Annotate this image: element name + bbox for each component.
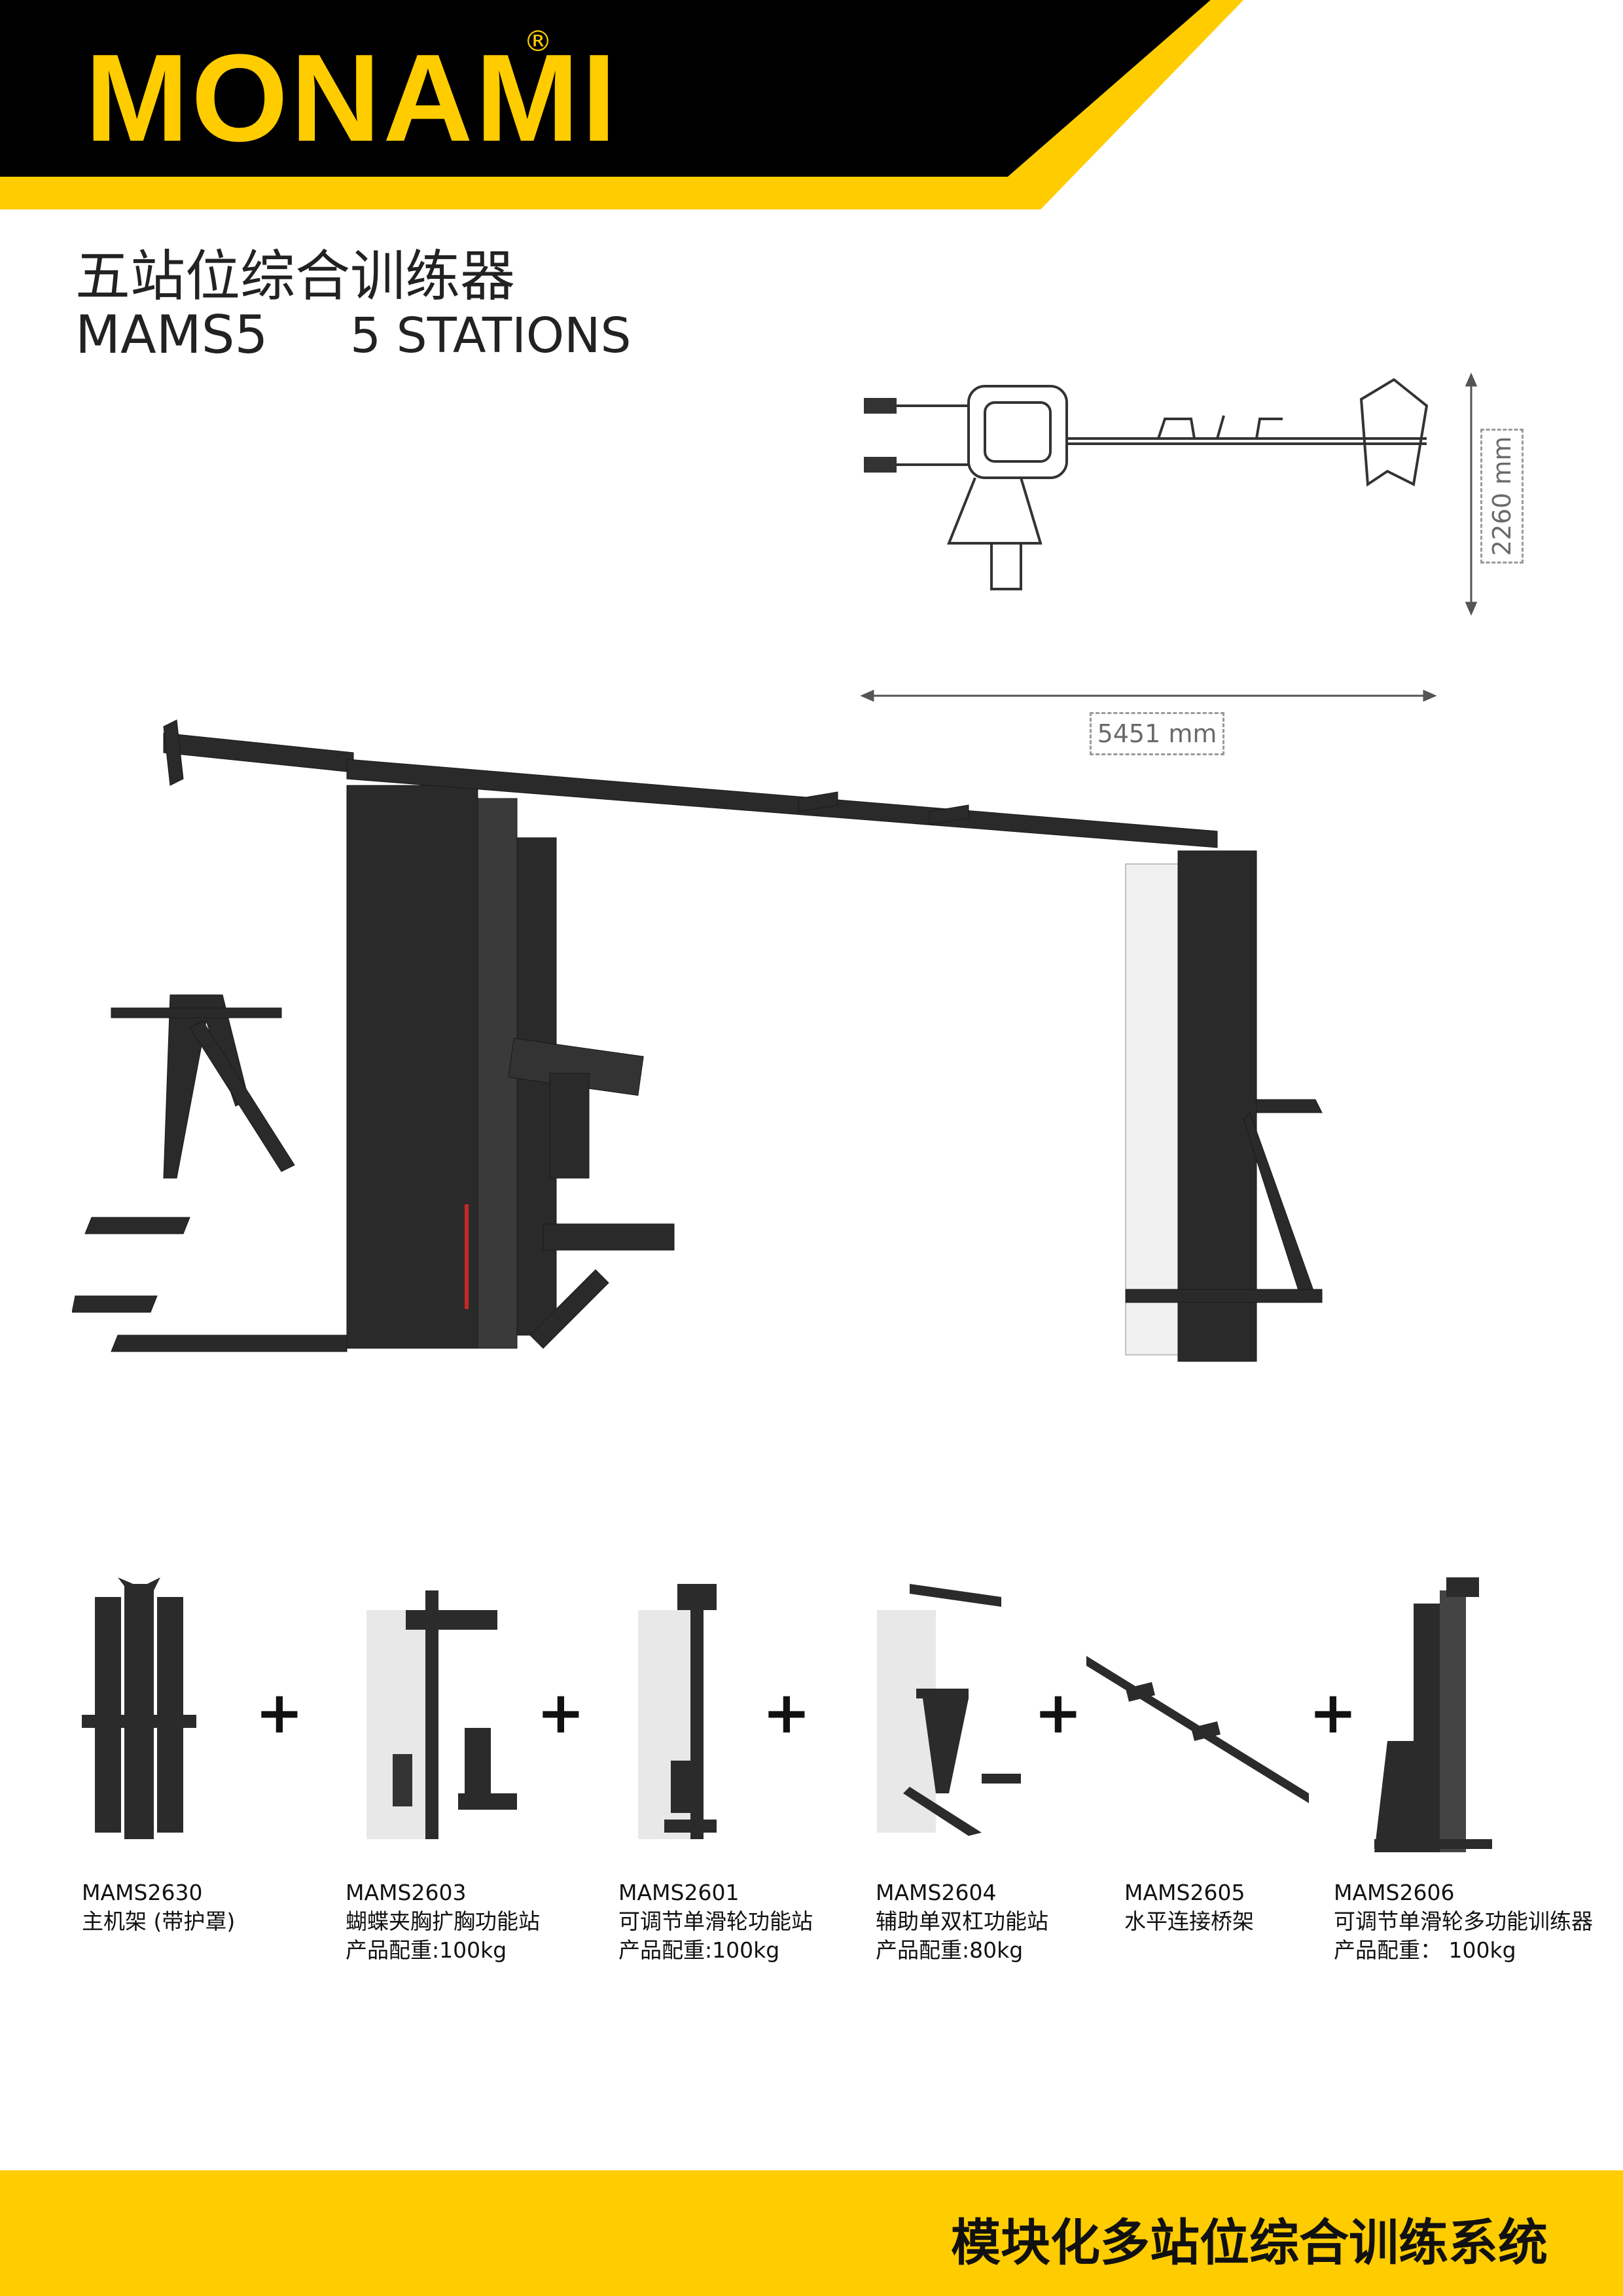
footer-bar (0, 2170, 1623, 2296)
component-name: 辅助单双杠功能站 (876, 1909, 1048, 1934)
registered-mark: ® (524, 25, 552, 58)
component-name: 蝴蝶夹胸扩胸功能站 (346, 1909, 540, 1934)
component-image-mams2606 (1374, 1577, 1492, 1852)
width-dimension-text: 2260 mm (1488, 436, 1516, 556)
product-title-cn: 五站位综合训练器 (75, 244, 516, 308)
component-name: 主机架 (带护罩) (82, 1909, 236, 1934)
component-weight: 产品配重:100kg (346, 1937, 507, 1963)
top-view-drawing (864, 378, 1429, 590)
depth-dimension-label: 5451 mm (1090, 712, 1224, 755)
footer-tagline: 模块化多站位综合训练系统 (951, 2214, 1548, 2272)
component-caption: MAMS2606 可调节单滑轮多功能训练器 产品配重： 100kg (1334, 1878, 1593, 1965)
component-image-mams2604 (877, 1584, 1021, 1836)
component-image-mams2601 (638, 1584, 717, 1839)
main-product-image (72, 719, 1323, 1362)
plus-sign-1: + (255, 1679, 304, 1746)
component-code: MAMS2603 (346, 1880, 467, 1905)
component-caption: MAMS2630 主机架 (带护罩) (82, 1878, 235, 1936)
header-bar (0, 0, 1243, 209)
component-code: MAMS2630 (82, 1880, 203, 1905)
component-weight: 产品配重:100kg (618, 1937, 780, 1963)
component-code: MAMS2605 (1124, 1880, 1245, 1905)
component-weight: 产品配重： 100kg (1334, 1937, 1516, 1963)
plus-sign-4: + (1034, 1679, 1082, 1746)
component-code: MAMS2606 (1334, 1880, 1455, 1905)
width-dimension-label: 2260 mm (1480, 429, 1524, 564)
component-caption: MAMS2605 水平连接桥架 (1124, 1878, 1254, 1936)
component-weight: 产品配重:80kg (876, 1937, 1024, 1963)
component-caption: MAMS2604 辅助单双杠功能站 产品配重:80kg (876, 1878, 1048, 1965)
plus-sign-2: + (537, 1679, 585, 1746)
component-code: MAMS2601 (618, 1880, 740, 1905)
component-name: 可调节单滑轮多功能训练器 (1334, 1909, 1593, 1934)
component-caption: MAMS2603 蝴蝶夹胸扩胸功能站 产品配重:100kg (346, 1878, 540, 1965)
product-stations: 5 STATIONS (350, 308, 632, 364)
plus-sign-5: + (1309, 1679, 1357, 1746)
dimension-arrows (860, 372, 1478, 702)
component-image-mams2605 (1086, 1656, 1309, 1803)
component-name: 可调节单滑轮功能站 (618, 1909, 813, 1934)
plus-sign-3: + (762, 1679, 811, 1746)
brand-logo: MONAMI (85, 29, 619, 168)
component-image-mams2603 (366, 1590, 517, 1839)
component-image-mams2630 (82, 1577, 196, 1839)
product-model: MAMS5 (75, 304, 268, 365)
component-name: 水平连接桥架 (1124, 1909, 1254, 1934)
component-code: MAMS2604 (876, 1880, 997, 1905)
component-caption: MAMS2601 可调节单滑轮功能站 产品配重:100kg (618, 1878, 813, 1965)
